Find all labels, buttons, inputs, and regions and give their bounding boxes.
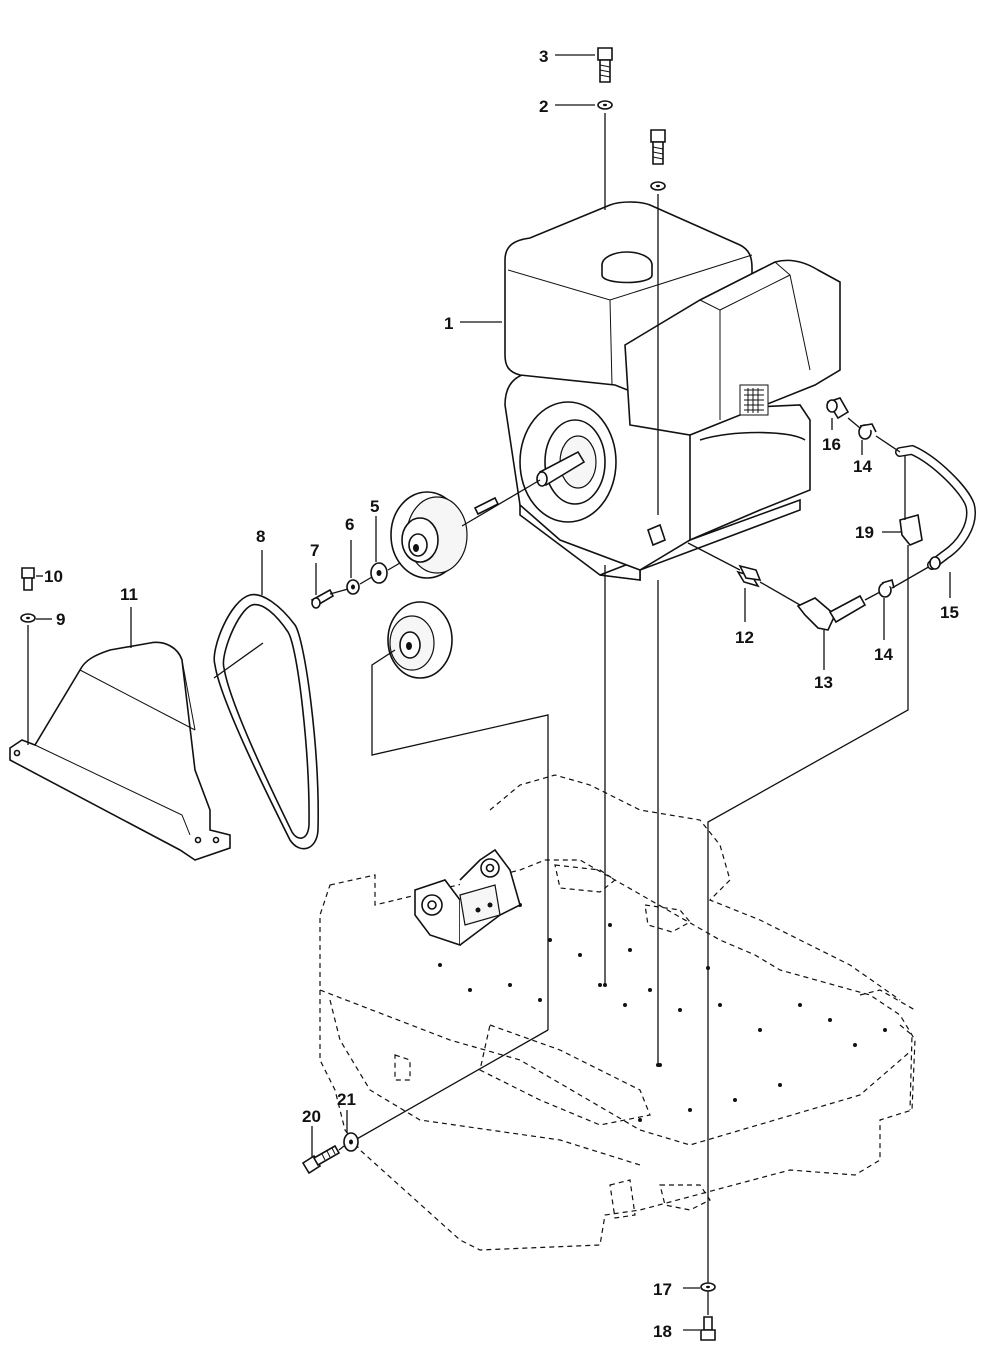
clutch-pulley — [387, 601, 453, 679]
callout-labels: 3 2 1 5 6 7 8 10 9 11 12 13 14 14 15 16 … — [44, 47, 959, 1341]
shaft-key — [473, 496, 500, 516]
pulley-washer-small — [346, 579, 360, 595]
fuel-hose — [895, 444, 976, 570]
callout-20: 20 — [302, 1107, 321, 1126]
callout-7: 7 — [310, 541, 319, 560]
callout-15: 15 — [940, 603, 959, 622]
callout-21: 21 — [337, 1090, 356, 1109]
fuel-fitting — [736, 564, 762, 588]
hose-holder — [899, 513, 923, 546]
callout-13: 13 — [814, 673, 833, 692]
callout-19: 19 — [855, 523, 874, 542]
engine-bolt-top-left — [597, 47, 613, 83]
callout-11: 11 — [120, 585, 138, 604]
eccentric-bolt — [301, 1144, 341, 1175]
base-holes — [438, 903, 887, 1122]
pulley-bolt — [310, 588, 335, 609]
engine-washer-top-right — [650, 181, 666, 191]
callout-9: 9 — [56, 610, 65, 629]
hose-clamp-upper — [858, 423, 877, 440]
base-plate — [319, 774, 916, 1251]
engine-washer-top-left — [597, 100, 613, 110]
base-washer-bottom — [700, 1282, 716, 1292]
callout-14-upper: 14 — [853, 457, 872, 476]
fuel-line-assembly — [687, 397, 976, 1285]
fuel-elbow — [796, 594, 867, 631]
callout-5: 5 — [370, 497, 379, 516]
hose-clamp-lower — [878, 578, 895, 598]
callout-leaders — [36, 54, 951, 1331]
callout-10: 10 — [44, 567, 63, 586]
pulley-washer-large — [370, 562, 388, 584]
callout-8: 8 — [256, 527, 265, 546]
eccentric-washer — [343, 1132, 359, 1152]
fuel-tap — [826, 397, 850, 420]
callout-1: 1 — [444, 314, 453, 333]
callout-16: 16 — [822, 435, 841, 454]
air-intake-grille — [744, 388, 764, 413]
callout-14-lower: 14 — [874, 645, 893, 664]
callout-12: 12 — [735, 628, 754, 647]
callout-17: 17 — [653, 1280, 672, 1299]
callout-3: 3 — [539, 47, 548, 66]
guard-washer — [20, 613, 36, 623]
engine — [504, 201, 841, 581]
eccentric-mount-bracket — [414, 848, 521, 947]
v-belt — [213, 593, 319, 850]
callout-18: 18 — [653, 1322, 672, 1341]
drive-pulley — [390, 491, 468, 579]
guard-bolt — [21, 567, 35, 591]
callout-2: 2 — [539, 97, 548, 116]
base-bolt-bottom — [700, 1316, 716, 1341]
callout-6: 6 — [345, 515, 354, 534]
engine-bolt-top-right — [650, 129, 666, 165]
belt-guard — [9, 641, 231, 861]
